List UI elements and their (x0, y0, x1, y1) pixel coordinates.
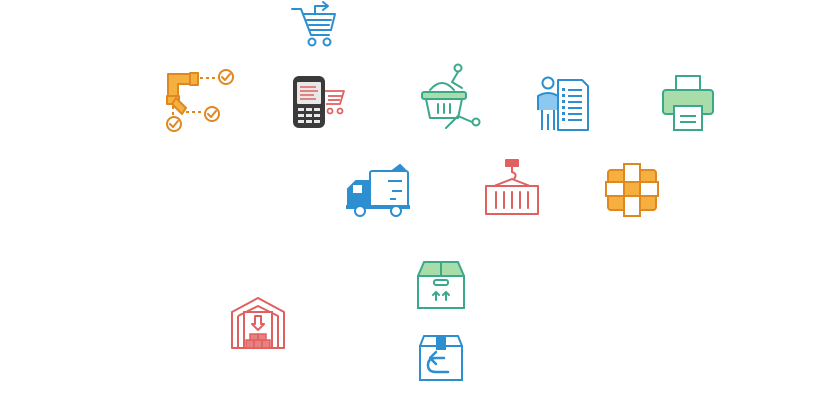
delivery-truck-icon (344, 163, 412, 219)
cart-return-icon (289, 0, 341, 48)
box-return-icon (414, 332, 468, 384)
shopping-basket-network-icon (418, 62, 484, 132)
pos-terminal-icon (290, 74, 348, 130)
employee-report-icon (536, 74, 592, 132)
warehouse-icon (228, 294, 288, 352)
shipping-container-icon (482, 158, 542, 218)
taped-parcel-icon (604, 162, 660, 218)
cable-connection-icon (162, 68, 240, 136)
open-box-icon (414, 258, 468, 312)
printer-icon (660, 74, 716, 132)
